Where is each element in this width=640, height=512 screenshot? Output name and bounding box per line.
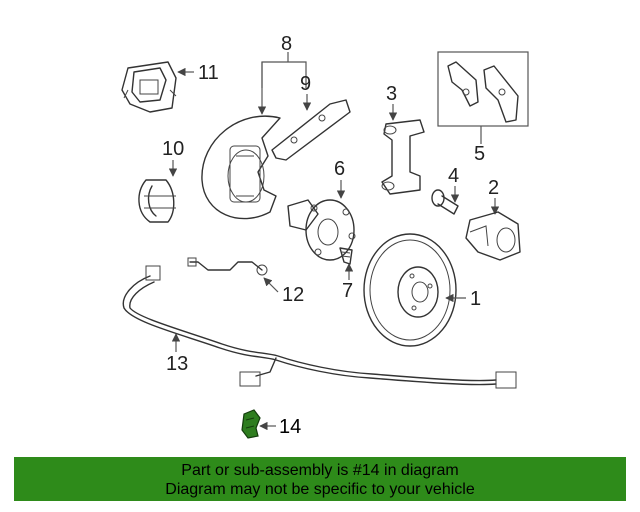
part-7-wheel-stud[interactable] xyxy=(339,247,353,265)
part-14-clip-highlighted[interactable] xyxy=(241,409,261,439)
leader-12 xyxy=(263,277,279,293)
leader-8 xyxy=(257,52,307,115)
part-4-caliper-bolt[interactable] xyxy=(431,189,459,215)
part-13-wiring-harness[interactable] xyxy=(122,265,517,389)
callout-8: 8 xyxy=(281,33,292,55)
callout-4: 4 xyxy=(448,165,459,187)
part-2-brake-caliper[interactable] xyxy=(465,211,521,261)
callout-13: 13 xyxy=(166,353,188,375)
callout-5: 5 xyxy=(474,143,485,165)
callout-9: 9 xyxy=(300,73,311,95)
parts-diagram: 11 8 9 10 3 5 xyxy=(121,33,529,439)
part-5-brake-pad-set[interactable] xyxy=(437,51,529,127)
part-12-abs-sensor[interactable] xyxy=(187,257,268,276)
callout-14: 14 xyxy=(279,416,301,438)
part-9-backing-plate-shield[interactable] xyxy=(271,99,351,161)
part-10-spring-clip[interactable] xyxy=(138,179,176,223)
banner-line-1: Part or sub-assembly is #14 in diagram xyxy=(181,462,459,479)
part-3-caliper-bracket[interactable] xyxy=(381,119,425,195)
callout-12: 12 xyxy=(282,284,304,306)
callout-10: 10 xyxy=(162,138,184,160)
callout-2: 2 xyxy=(488,177,499,199)
callout-1: 1 xyxy=(470,288,481,310)
info-banner: Part or sub-assembly is #14 in diagram D… xyxy=(14,457,626,501)
part-11-caliper-housing[interactable] xyxy=(121,61,177,113)
part-6-wheel-hub[interactable] xyxy=(287,199,356,261)
banner-line-2: Diagram may not be specific to your vehi… xyxy=(165,481,475,498)
part-1-brake-rotor[interactable] xyxy=(363,233,457,347)
callout-3: 3 xyxy=(386,83,397,105)
callout-7: 7 xyxy=(342,280,353,302)
callout-11: 11 xyxy=(198,62,219,84)
part-8-backing-plate[interactable] xyxy=(201,115,281,220)
callout-6: 6 xyxy=(334,158,345,180)
